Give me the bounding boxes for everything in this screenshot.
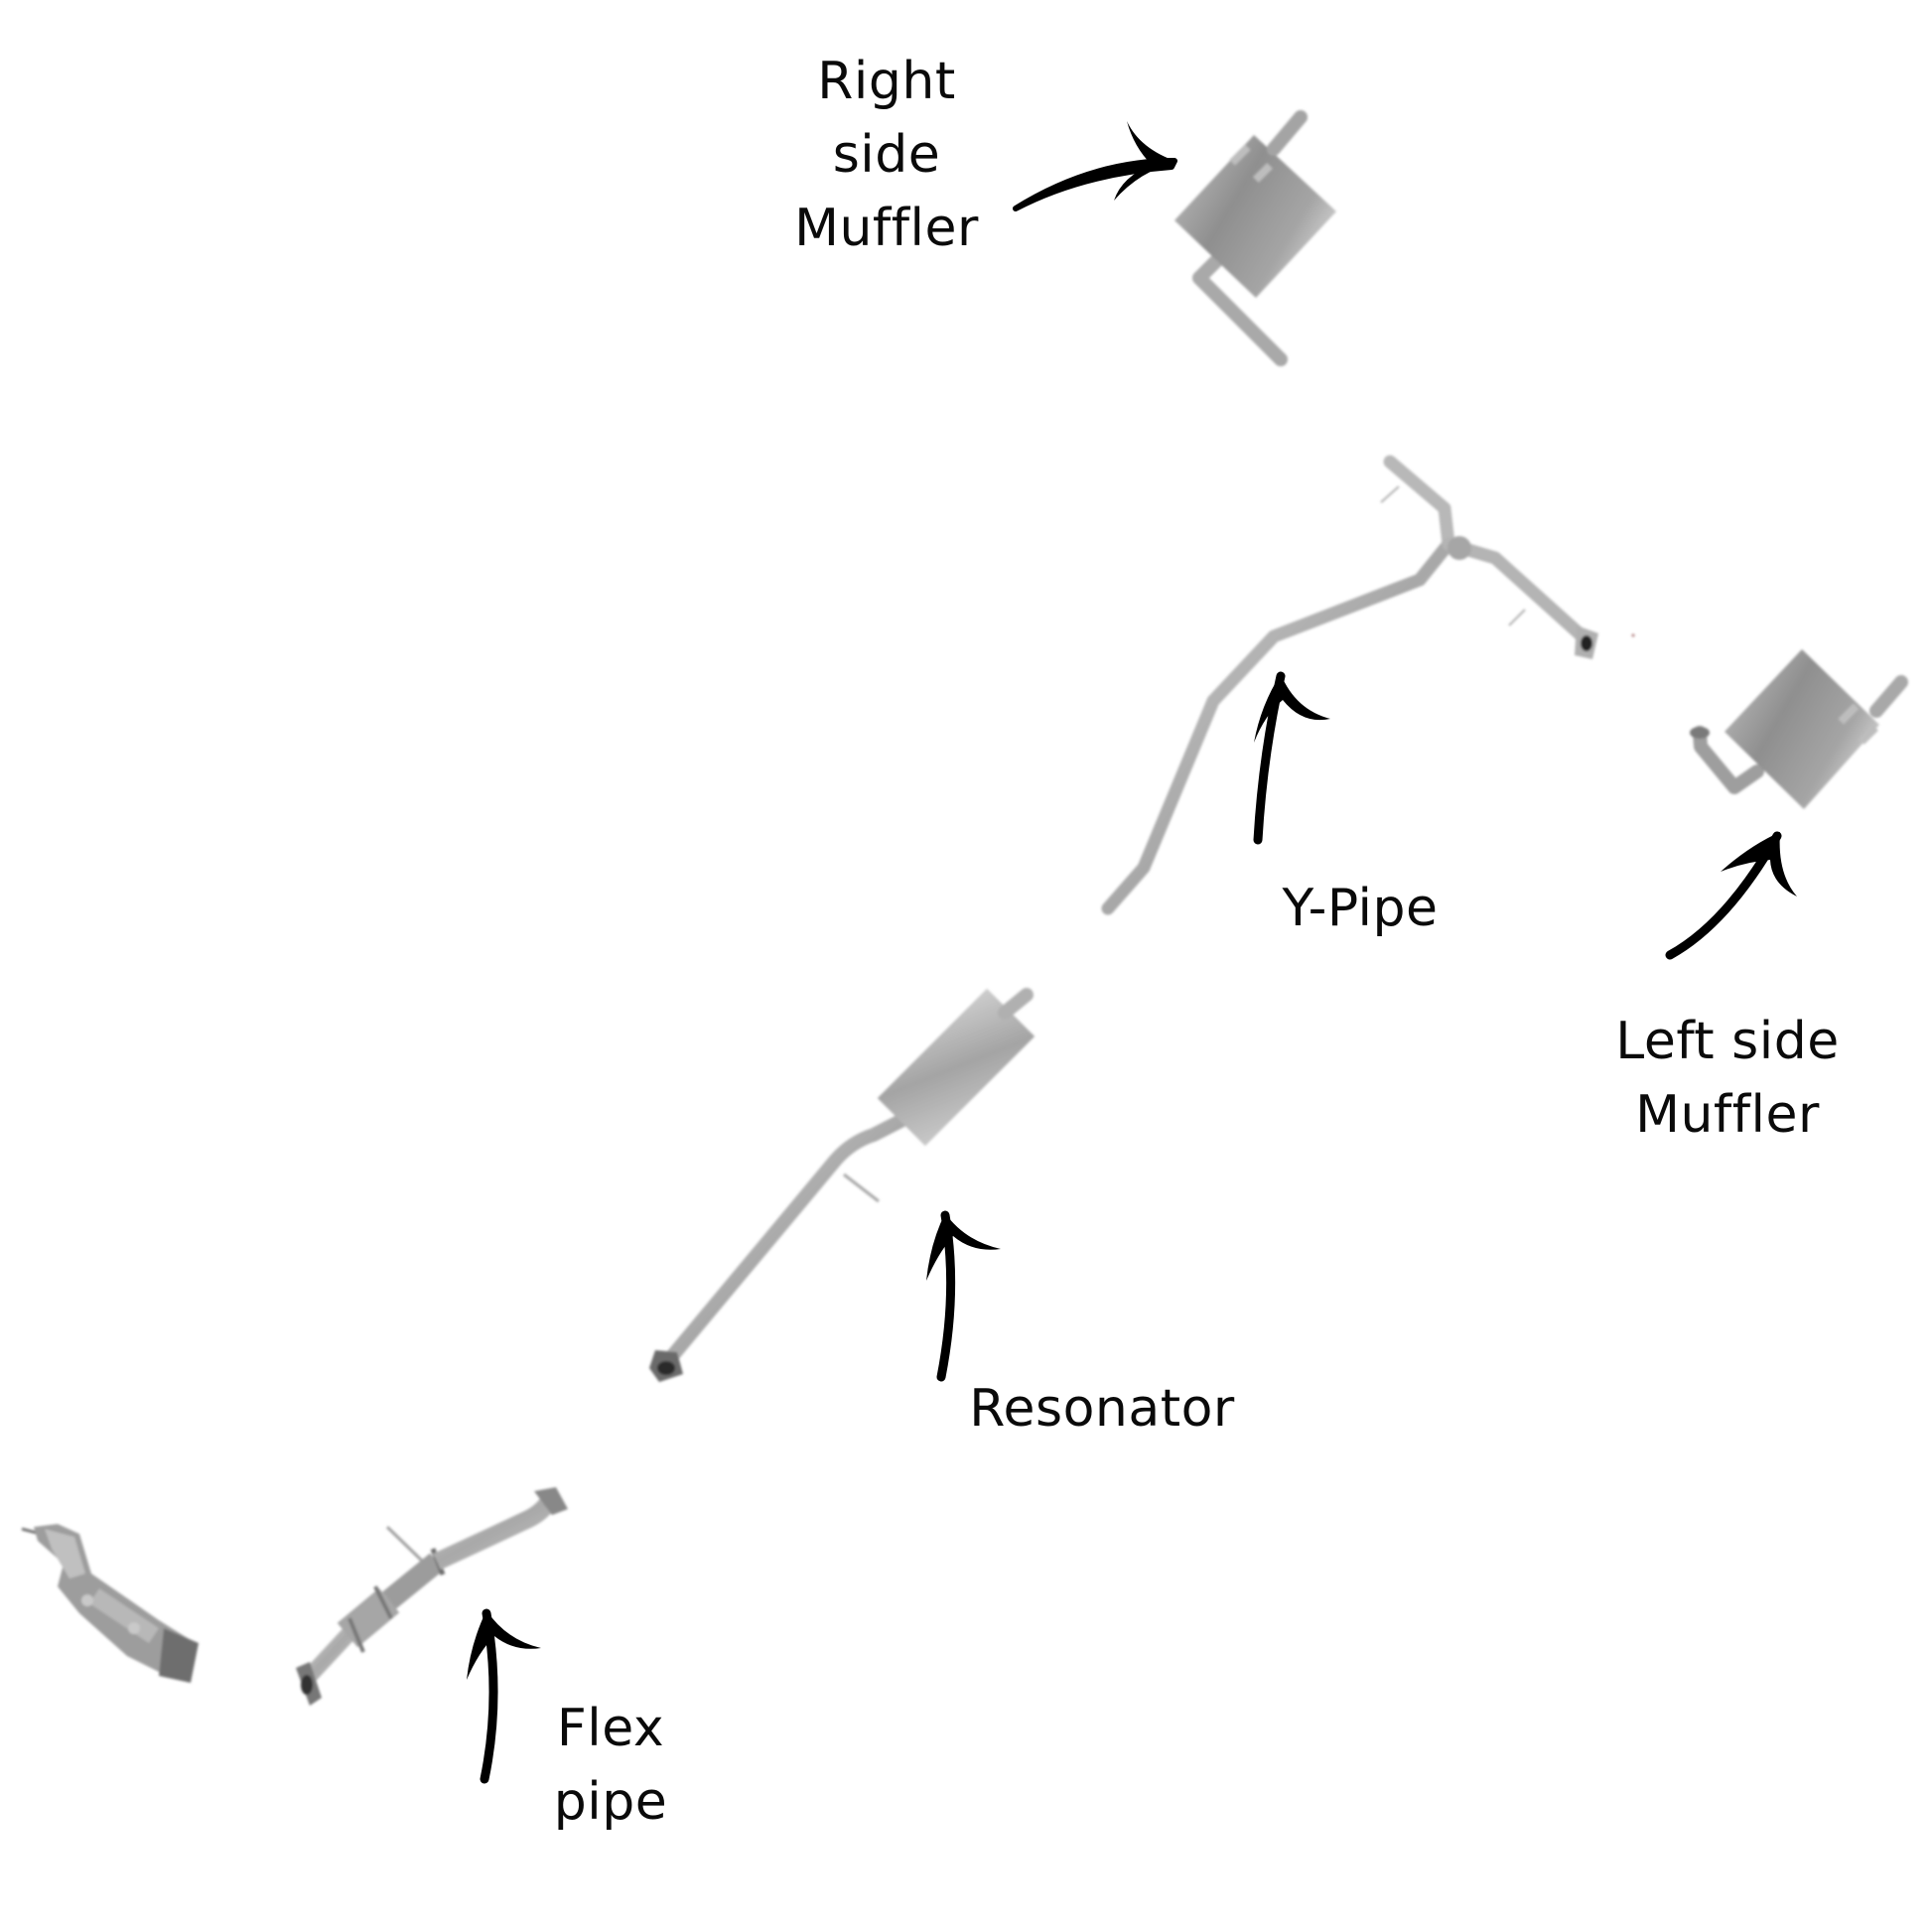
- label-line: Left side: [1615, 1012, 1840, 1071]
- catalytic-converter-part: [21, 1524, 199, 1683]
- arrow-right-muffler: [1013, 121, 1177, 211]
- arrow-resonator: [926, 1210, 1001, 1382]
- left-muffler-part: [1690, 649, 1908, 809]
- label-left-side-muffler: Left side Muffler: [1598, 1005, 1857, 1152]
- label-line: side: [832, 125, 941, 185]
- label-line: Resonator: [969, 1379, 1235, 1439]
- resonator-part: [649, 988, 1035, 1382]
- label-flex-pipe: Flex pipe: [511, 1692, 710, 1839]
- y-pipe-part: [1101, 455, 1635, 915]
- arrow-left-muffler: [1665, 831, 1797, 960]
- right-muffler-part: [1174, 110, 1336, 366]
- label-line: Flex: [556, 1699, 665, 1758]
- label-line: Muffler: [794, 199, 979, 258]
- label-right-side-muffler: Right side Muffler: [787, 45, 986, 265]
- label-y-pipe: Y-Pipe: [1261, 872, 1459, 945]
- arrow-flex-pipe: [467, 1608, 541, 1784]
- label-resonator: Resonator: [953, 1372, 1251, 1446]
- label-line: Muffler: [1635, 1085, 1820, 1145]
- label-line: Y-Pipe: [1282, 879, 1439, 938]
- flex-pipe-part: [296, 1487, 568, 1706]
- label-line: Right: [817, 52, 956, 111]
- label-line: pipe: [553, 1772, 668, 1832]
- arrow-y-pipe: [1253, 671, 1330, 845]
